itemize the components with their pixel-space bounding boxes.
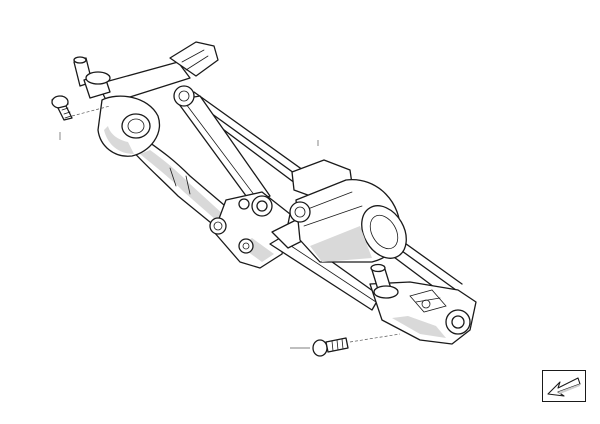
upper-mounting-bolt [51,95,111,140]
wiper-linkage-frame [129,95,381,311]
arrow-down-left-icon [542,370,586,402]
lower-mounting-bolt [290,333,401,357]
nav-arrow-button[interactable] [542,370,586,402]
left-wiper-spindle [73,41,219,157]
wiper-motor [289,159,407,263]
right-wiper-spindle [369,263,477,345]
